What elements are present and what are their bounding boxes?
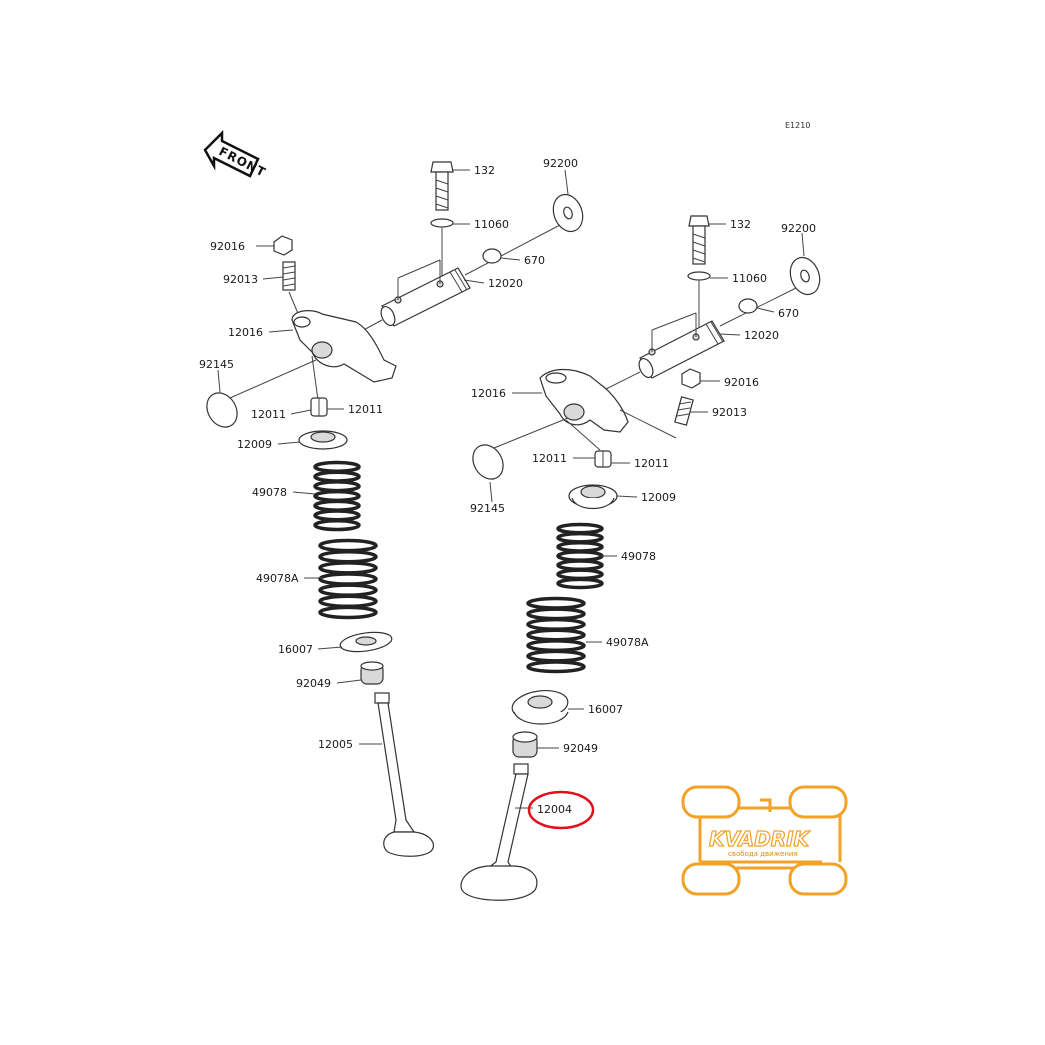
spring-49078-right bbox=[556, 522, 604, 590]
cotter-12011-left bbox=[310, 397, 328, 417]
label-12009-left: 12009 bbox=[237, 438, 272, 451]
retainer-12009-right bbox=[568, 484, 618, 510]
washer-11060-right bbox=[687, 271, 711, 281]
label-12004-right: 12004 bbox=[537, 803, 572, 816]
seat-16007-left bbox=[339, 631, 393, 653]
spring-49078A-right bbox=[526, 596, 586, 674]
spring-49078-left bbox=[313, 460, 361, 532]
label-12016-right: 12016 bbox=[471, 387, 506, 400]
spring-49078A-left bbox=[318, 538, 378, 620]
valve-12005-left bbox=[374, 692, 435, 857]
label-12011a-right: 12011 bbox=[532, 452, 567, 465]
label-49078A-left: 49078A bbox=[256, 572, 299, 585]
washer-11060-left bbox=[430, 218, 454, 228]
label-16007-left: 16007 bbox=[278, 643, 313, 656]
rocker-shaft-12020-left bbox=[380, 259, 471, 327]
label-92200-left: 92200 bbox=[543, 157, 578, 170]
label-92013-left: 92013 bbox=[223, 273, 258, 286]
valve-12004-right bbox=[460, 763, 538, 901]
label-16007-right: 16007 bbox=[588, 703, 623, 716]
seal-92049-right bbox=[512, 731, 538, 758]
label-92016-right: 92016 bbox=[724, 376, 759, 389]
bolt-132-left bbox=[430, 161, 454, 211]
label-670-left: 670 bbox=[524, 254, 545, 267]
rocker-arm-12016-right bbox=[539, 368, 629, 433]
label-12011b-right: 12011 bbox=[634, 457, 669, 470]
label-49078-right: 49078 bbox=[621, 550, 656, 563]
label-12011a-left: 12011 bbox=[251, 408, 286, 421]
label-12020-left: 12020 bbox=[488, 277, 523, 290]
label-11060-right: 11060 bbox=[732, 272, 767, 285]
seat-16007-right bbox=[511, 689, 569, 725]
washer-92145-right bbox=[472, 444, 504, 480]
highlight-circle bbox=[527, 790, 595, 830]
label-12005-left: 12005 bbox=[318, 738, 353, 751]
washer-92145-left bbox=[206, 392, 238, 428]
label-92145-right: 92145 bbox=[470, 502, 505, 515]
label-49078-left: 49078 bbox=[252, 486, 287, 499]
label-132-left: 132 bbox=[474, 164, 495, 177]
nut-92016-left bbox=[273, 235, 293, 256]
diagram-code: E1210 bbox=[785, 121, 810, 130]
retainer-12009-left bbox=[298, 430, 348, 450]
rocker-shaft-12020-right bbox=[638, 312, 725, 379]
label-92049-right: 92049 bbox=[563, 742, 598, 755]
front-arrow-icon: FRONT bbox=[203, 129, 268, 180]
o-ring-670-right bbox=[738, 298, 758, 314]
label-92013-right: 92013 bbox=[712, 406, 747, 419]
o-ring-670-left bbox=[482, 248, 502, 264]
nut-92016-right bbox=[681, 368, 701, 389]
logo-brand: KVADRIK bbox=[709, 827, 811, 851]
kvadrik-logo: KVADRIK свобода движения bbox=[681, 785, 848, 896]
logo-tagline: свобода движения bbox=[728, 850, 798, 858]
screw-92013-right bbox=[674, 396, 694, 426]
label-12020-right: 12020 bbox=[744, 329, 779, 342]
seal-92049-left bbox=[360, 661, 384, 685]
label-12016-left: 12016 bbox=[228, 326, 263, 339]
label-49078A-right: 49078A bbox=[606, 636, 649, 649]
screw-92013-left bbox=[282, 261, 296, 291]
label-92049-left: 92049 bbox=[296, 677, 331, 690]
label-12011b-left: 12011 bbox=[348, 403, 383, 416]
rocker-arm-12016-left bbox=[291, 310, 397, 383]
label-92145-left: 92145 bbox=[199, 358, 234, 371]
label-92200-right: 92200 bbox=[781, 222, 816, 235]
label-670-right: 670 bbox=[778, 307, 799, 320]
label-92016-left: 92016 bbox=[210, 240, 245, 253]
label-11060-left: 11060 bbox=[474, 218, 509, 231]
cotter-12011-right bbox=[594, 450, 612, 468]
label-132-right: 132 bbox=[730, 218, 751, 231]
bolt-132-right bbox=[688, 215, 710, 265]
label-12009-right: 12009 bbox=[641, 491, 676, 504]
